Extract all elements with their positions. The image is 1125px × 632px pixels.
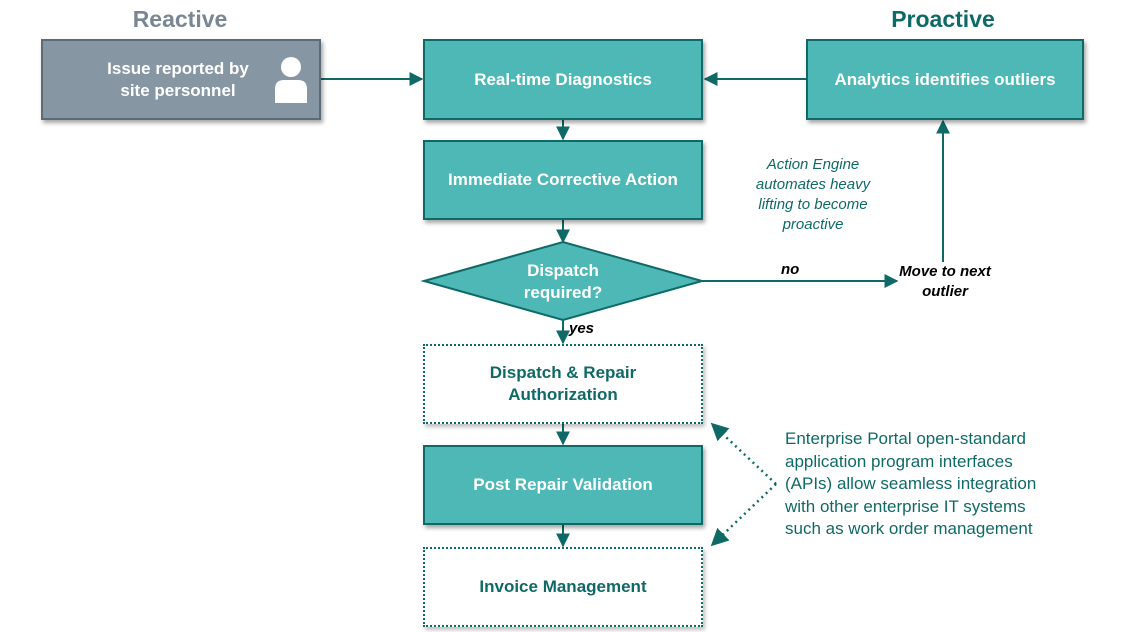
yes-label: yes [569,320,595,337]
person-icon [275,56,307,103]
api-integration-note: Enterprise Portal open-standard applicat… [785,429,1037,538]
no-label: no [781,261,800,278]
move-next-outlier-label: Move to next outlier [899,263,991,300]
action-engine-note: Action Engine automates heavy lifting to… [755,156,871,233]
reactive-heading: Reactive [132,6,228,32]
issue-reported-label: Issue reported by site personnel [107,58,249,100]
corrective-action-box: Immediate Corrective Action [423,140,703,220]
dispatch-required-label: Dispatch required? [523,261,603,302]
issue-reported-box: Issue reported by site personnel [41,39,321,120]
analytics-outliers-box: Analytics identifies outliers [806,39,1084,120]
api-arrow-to-invoice [710,483,777,547]
decision-diamond [420,240,706,322]
dispatch-repair-box: Dispatch & Repair Authorization [423,344,703,424]
invoice-management-box: Invoice Management [423,547,703,627]
realtime-diagnostics-box: Real-time Diagnostics [423,39,703,120]
post-repair-box: Post Repair Validation [423,445,703,525]
api-arrow-to-dispatch [710,422,777,485]
proactive-heading: Proactive [891,6,995,32]
